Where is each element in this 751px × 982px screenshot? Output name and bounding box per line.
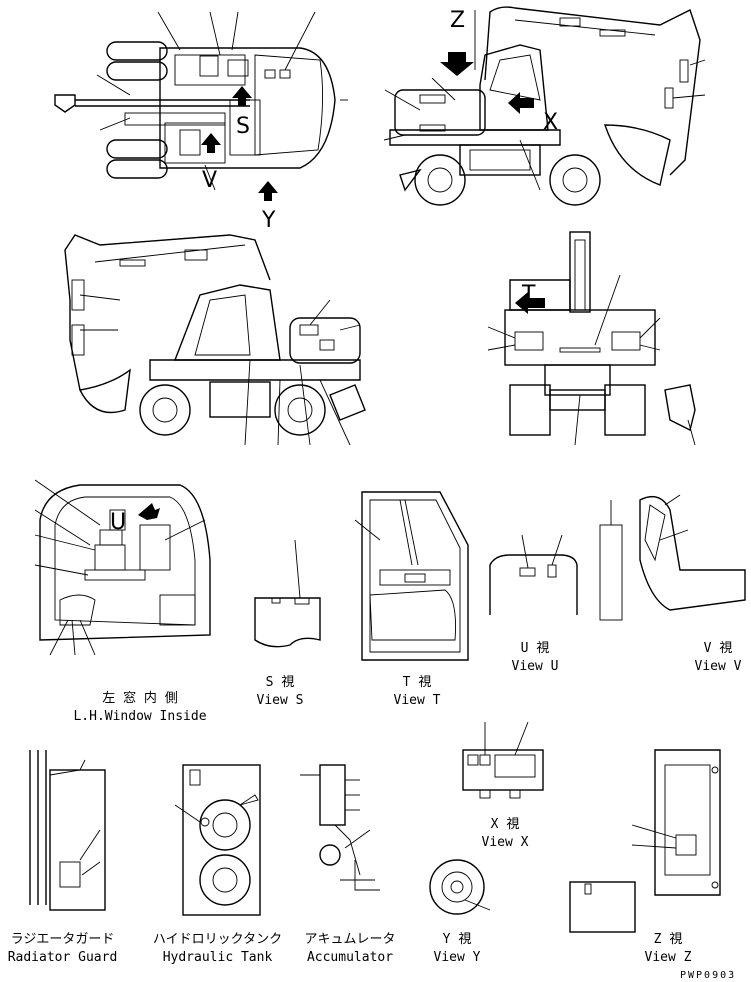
view-u-drawing: [489, 534, 578, 615]
accumulator-caption-jp: アキュムレータ: [304, 932, 396, 947]
view-x-caption-en: View X: [481, 835, 529, 850]
machine-side-view-left: [64, 234, 366, 446]
view-t-drawing: [354, 491, 469, 661]
view-t-letter: T: [522, 282, 536, 307]
accumulator-drawing: [300, 764, 380, 891]
hydraulic-tank-caption-jp: ハイドロリックタンク: [152, 932, 283, 947]
view-s-caption-jp: S 視: [265, 675, 295, 690]
machine-side-view-right: [383, 6, 706, 206]
view-v-caption-jp: V 視: [703, 641, 733, 656]
view-x-letter: X: [543, 110, 559, 135]
view-y-letter: Y: [262, 208, 276, 233]
view-z-letter: Z: [450, 8, 466, 33]
view-y-caption-en: View Y: [433, 950, 481, 965]
view-v-drawing: [599, 494, 746, 621]
view-t-caption-en: View T: [393, 693, 441, 708]
view-z-caption-jp: Z 視: [653, 932, 683, 947]
radiator-guard-drawing: [29, 750, 106, 911]
lh-window-inside: [34, 479, 211, 656]
drawing-code: PWP0903: [680, 970, 737, 981]
view-x-caption-jp: X 視: [490, 817, 520, 832]
view-s-letter: S: [236, 114, 250, 139]
machine-top-view: [54, 11, 348, 201]
view-z-drawing: [569, 749, 721, 933]
view-v-caption-en: View V: [694, 659, 742, 674]
view-x-drawing: [462, 721, 544, 799]
view-s-caption-en: View S: [256, 693, 304, 708]
hydraulic-tank-drawing: [174, 764, 261, 916]
view-t-caption-jp: T 視: [402, 675, 432, 690]
lh-window-caption-jp: 左 窓 内 側: [102, 691, 178, 706]
accumulator-caption-en: Accumulator: [306, 950, 394, 965]
radiator-guard-caption-en: Radiator Guard: [7, 950, 118, 965]
machine-front-view: [487, 231, 696, 446]
hydraulic-tank-caption-en: Hydraulic Tank: [162, 950, 273, 965]
radiator-guard-caption-jp: ラジエータガード: [10, 932, 115, 947]
view-u-caption-en: View U: [511, 659, 559, 674]
view-z-caption-en: View Z: [644, 950, 692, 965]
view-u-letter: U: [110, 510, 127, 535]
view-y-caption-jp: Y 視: [442, 932, 472, 947]
lh-window-caption-en: L.H.Window Inside: [73, 709, 207, 724]
view-y-drawing: [429, 859, 491, 915]
view-s-drawing: [254, 539, 321, 648]
view-v-letter: V: [202, 168, 218, 193]
view-u-caption-jp: U 視: [520, 641, 550, 656]
